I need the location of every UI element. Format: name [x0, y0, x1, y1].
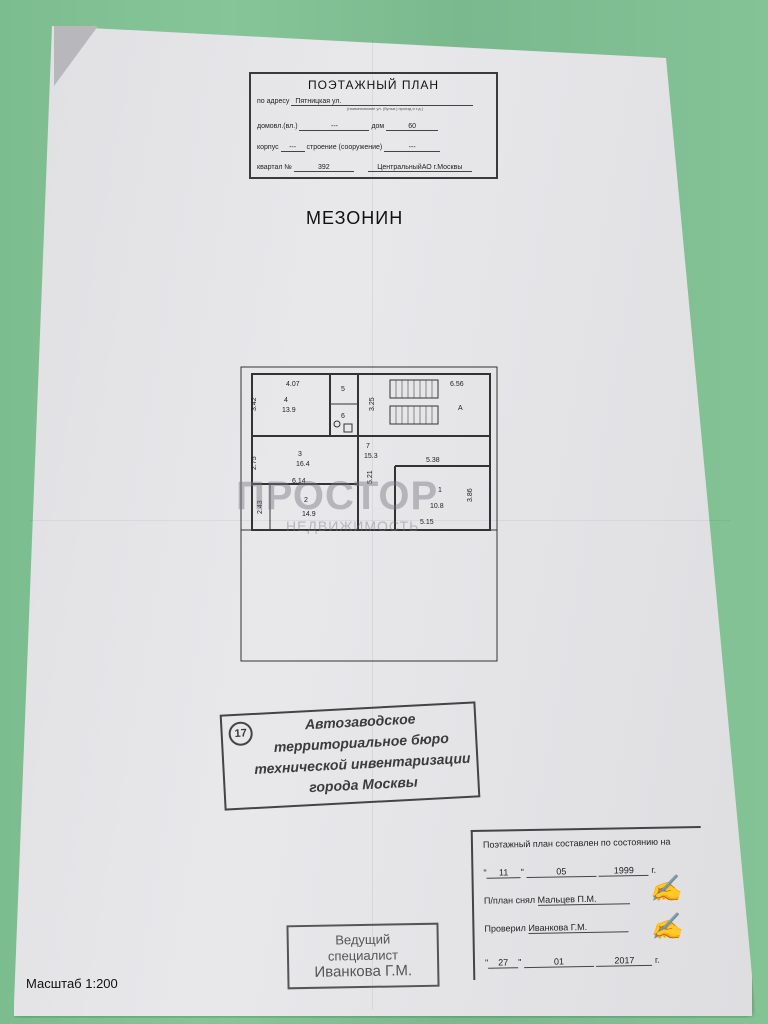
stroenie-value: ---	[384, 144, 441, 152]
address-value: Пятницкая ул.	[291, 98, 474, 106]
stair-treads	[395, 380, 433, 424]
room-3-area: 16.4	[296, 461, 310, 468]
floor-name: МЕЗОНИН	[306, 208, 404, 228]
checked-value: Иванкова Г.М.	[528, 921, 629, 935]
toilet-symbol	[343, 423, 353, 433]
watermark-logo: ПРОСТОР	[236, 474, 439, 518]
measured-value: Мальцев П.М.	[537, 893, 630, 906]
cert-day-1: 11	[486, 867, 521, 879]
signature-1: ✍	[649, 874, 683, 905]
header-box: ПОЭТАЖНЫЙ ПЛАН по адресу Пятницкая ул. (…	[249, 72, 498, 179]
kvartal-label: квартал №	[257, 164, 292, 171]
room-6-num: 6	[341, 413, 345, 420]
room-4-width: 4.07	[286, 381, 300, 388]
watermark-subtitle: НЕДВИЖИМОСТЬ	[286, 518, 420, 534]
room-3-width: 6.14	[292, 478, 306, 485]
certification-block: Поэтажный план составлен по состоянию на…	[470, 826, 704, 980]
district-value: ЦентральныйАО г.Москвы	[367, 164, 472, 172]
room-7-num: 7	[366, 443, 370, 450]
kvartal-value: 392	[293, 164, 354, 172]
stroenie-label: строение (сооружение)	[306, 144, 383, 151]
room-3-depth: 2.75	[251, 456, 258, 470]
cert-line: Поэтажный план составлен по состоянию на	[482, 836, 671, 850]
korpus-row: корпус --- строение (сооружение) ---	[257, 144, 441, 152]
cert-year-2: 2017	[596, 954, 653, 967]
document-sheet	[14, 26, 752, 1016]
korpus-value: ---	[280, 144, 305, 152]
room-4-num: 4	[284, 397, 288, 404]
room-1-depth: 3.86	[467, 488, 474, 502]
room-2-depth: 2.43	[257, 500, 264, 514]
scale-label: Масштаб 1:200	[26, 976, 118, 991]
room-4-area: 13.9	[282, 407, 296, 414]
cert-month-2: 01	[523, 955, 595, 969]
stamp-text: Автозаводское территориальное бюро техни…	[250, 706, 474, 801]
checked-label: Проверил	[484, 923, 526, 934]
watermark: ПРОСТОР НЕДВИЖИМОСТЬ	[236, 474, 439, 534]
plan-outline	[240, 366, 498, 662]
dom-value: 60	[386, 123, 439, 131]
domovl-row: домовл.(вл.) --- дом 60	[257, 123, 439, 131]
address-row: по адресу Пятницкая ул. (наименование ул…	[257, 98, 474, 111]
floor-plan-drawing: 4.07 4 13.9 3.42 5 6 3.25 6.56 A 2.75 3 …	[240, 366, 498, 662]
dom-label: дом	[371, 123, 385, 130]
room-7-width: 5.38	[426, 457, 440, 464]
room-2-num: 2	[304, 497, 308, 504]
measured-row: П/план снял Мальцев П.М.	[484, 893, 630, 907]
cert-date-2: "27" 01 2017 г.	[484, 954, 660, 969]
checked-row: Проверил Иванкова Г.М.	[484, 921, 629, 935]
bti-stamp: 17 Автозаводское территориальное бюро те…	[219, 701, 481, 811]
header-title: ПОЭТАЖНЫЙ ПЛАН	[307, 78, 440, 92]
cert-month-1: 05	[526, 865, 597, 879]
stair-width: 6.56	[450, 381, 464, 388]
fold-line-horizontal	[30, 520, 730, 521]
domovl-label: домовл.(вл.)	[257, 123, 298, 130]
room-1-num: 1	[438, 487, 442, 494]
korpus-label: корпус	[257, 144, 279, 151]
sink-symbol	[333, 420, 341, 428]
address-hint: (наименование ул. (бульв.) проезд и т.д.…	[347, 106, 424, 111]
address-label: по адресу	[257, 98, 290, 105]
floor-plan: 4.07 4 13.9 3.42 5 6 3.25 6.56 A 2.75 3 …	[240, 366, 502, 671]
domovl-value: ---	[299, 123, 370, 131]
cert-date-1: "11" 05 1999 г.	[483, 864, 657, 879]
room-1-area: 10.8	[430, 503, 444, 510]
measured-label: П/план снял	[483, 894, 536, 906]
room-5-num: 5	[341, 386, 345, 393]
fold-line-vertical	[372, 40, 373, 1010]
paper-shading	[14, 26, 752, 1016]
room-1-width: 5.15	[420, 519, 434, 526]
specialist-stamp: Ведущий специалист Иванкова Г.М.	[286, 922, 440, 990]
cert-day-2: 27	[488, 957, 519, 969]
stair-depth: 3.25	[369, 397, 376, 411]
room-2-area: 14.9	[302, 511, 316, 518]
signature-2: ✍	[650, 912, 684, 943]
room-7-area: 15.3	[364, 453, 378, 460]
room-3-num: 3	[298, 451, 302, 458]
cert-g-2: г.	[654, 954, 660, 965]
room-4-depth: 3.42	[251, 397, 258, 411]
specialist-line-3: Иванкова Г.М.	[314, 962, 413, 981]
cert-year-1: 1999	[598, 864, 649, 877]
room-7-depth: 5.21	[367, 470, 374, 484]
kvartal-row: квартал № 392 ЦентральныйАО г.Москвы	[257, 164, 472, 172]
cert-g-1: г.	[651, 864, 657, 875]
room-a-num: A	[458, 405, 463, 412]
